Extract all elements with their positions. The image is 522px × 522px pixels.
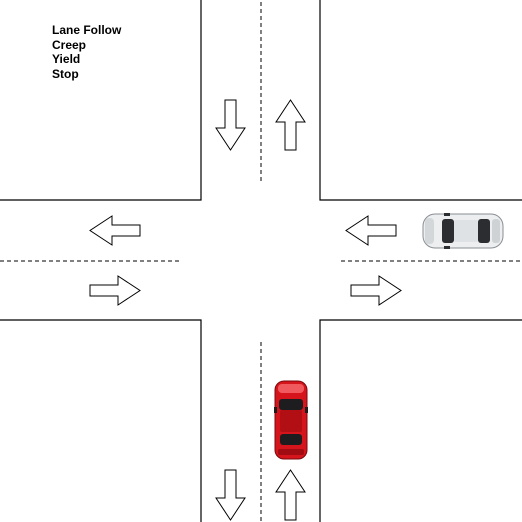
arrow-right-icon	[89, 275, 141, 306]
arrow-up-icon	[275, 469, 306, 521]
legend-item-creep: Creep	[52, 37, 87, 52]
arrow-down-icon	[215, 99, 246, 151]
arrow-down-icon	[215, 469, 246, 521]
road-edge-ne	[319, 0, 522, 201]
road-edge-nw	[0, 0, 202, 201]
arrow-up-icon	[275, 99, 306, 151]
legend-item-yield: Yield	[52, 52, 81, 66]
arrow-left-icon	[89, 215, 141, 246]
arrow-right-icon	[350, 275, 402, 306]
red-car-icon	[274, 380, 308, 460]
arrow-left-icon	[345, 215, 397, 246]
legend-item-lane-follow: Lane Follow	[52, 23, 122, 37]
road-edge-se	[319, 319, 522, 522]
white-car-icon	[422, 213, 504, 249]
road-edge-sw	[0, 319, 202, 522]
legend-item-stop: Stop	[52, 66, 79, 81]
maneuver-legend: Lane Follow Creep Yield Stop	[52, 23, 121, 81]
